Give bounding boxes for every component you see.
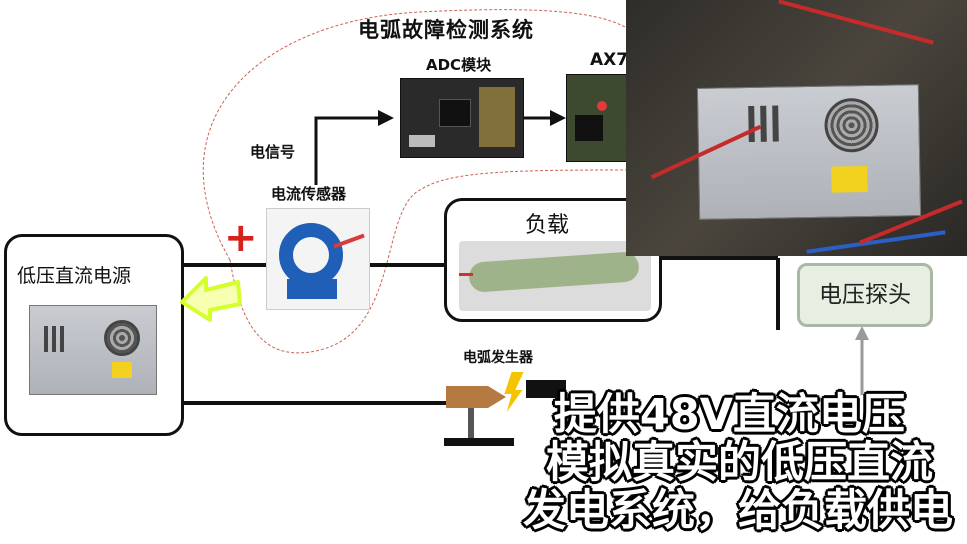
power-supply-image	[29, 305, 157, 395]
adc-module-label: ADC模块	[426, 56, 492, 74]
lab-psu-vent-2	[760, 105, 767, 142]
fpga-chip	[575, 115, 603, 141]
resistor-body	[468, 251, 640, 293]
arc-spark-icon	[504, 372, 524, 412]
current-sensor-image	[266, 208, 370, 310]
power-supply-label: 低压直流电源	[17, 265, 132, 287]
load-box: 负载	[444, 198, 662, 322]
psu-vent-2	[52, 326, 56, 352]
adc-module-image	[400, 78, 524, 158]
current-sensor-label: 电流传感器	[271, 185, 347, 203]
adc-pin-header	[479, 87, 515, 147]
lab-photo	[626, 0, 967, 256]
positive-terminal-icon: +	[224, 215, 258, 261]
arc-electrode-right	[526, 380, 566, 398]
highlight-arrow-icon	[180, 276, 242, 322]
lab-psu-sticker	[831, 165, 868, 193]
psu-label-sticker	[112, 362, 132, 378]
subtitle-line-2: 模拟真实的低压直流	[546, 438, 933, 488]
lab-psu-vent-3	[772, 105, 779, 142]
psu-vent-1	[44, 326, 48, 352]
arc-base	[444, 438, 514, 446]
subtitle-line-3: 发电系统，给负载供电	[523, 486, 953, 536]
arc-generator-image	[444, 372, 566, 452]
fpga-board-image	[566, 74, 628, 162]
arc-stand	[468, 408, 474, 442]
power-supply-box: 低压直流电源	[4, 234, 184, 436]
arc-electrode-left	[446, 386, 506, 408]
arc-generator-label: 电弧发生器	[463, 350, 533, 366]
sensor-base	[287, 279, 337, 299]
lab-psu-vent-1	[748, 105, 755, 143]
sensor-ring	[279, 223, 343, 287]
fpga-label: AX7	[590, 50, 629, 70]
voltage-probe-label: 电压探头	[819, 282, 911, 308]
fpga-led	[597, 101, 607, 111]
subtitle-line-1: 提供48V直流电压	[553, 390, 905, 440]
diagram-title: 电弧故障检测系统	[358, 18, 534, 42]
psu-fan-icon	[104, 320, 140, 356]
resistor-wire	[459, 273, 473, 276]
voltage-probe-box: 电压探头	[797, 263, 933, 327]
lab-psu-fan-icon	[824, 97, 880, 153]
lab-psu-image	[696, 84, 922, 220]
load-label: 负载	[525, 213, 570, 238]
electric-signal-label: 电信号	[250, 143, 296, 161]
psu-vent-3	[60, 326, 64, 352]
adc-connector	[409, 135, 435, 147]
adc-chip	[439, 99, 471, 127]
load-image	[459, 241, 651, 311]
